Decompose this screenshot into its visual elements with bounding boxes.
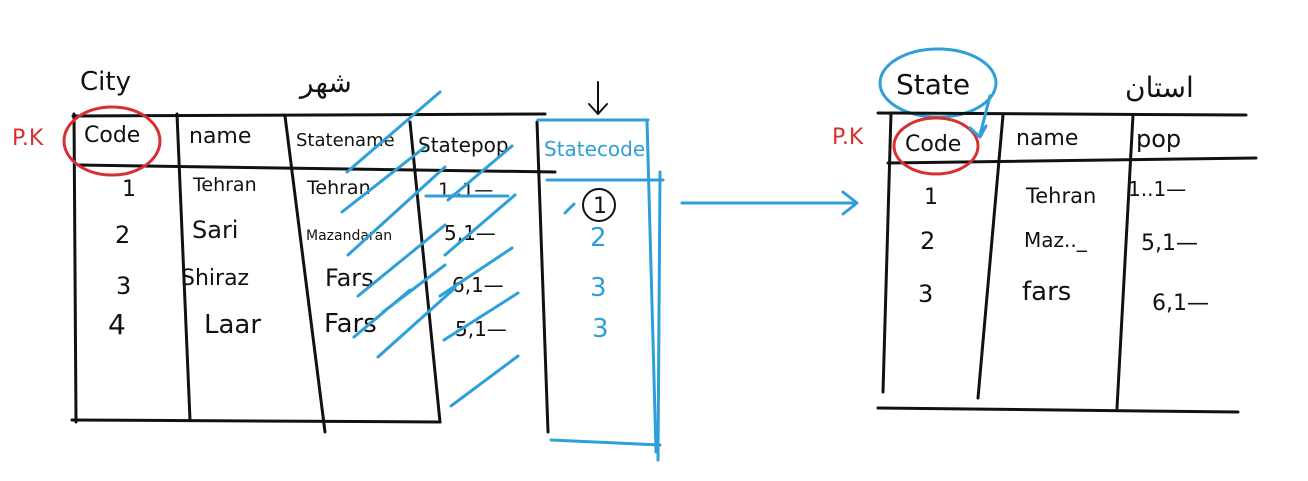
statecode-circle (582, 188, 616, 222)
state-table: State استان Code name pop 1 Tehran 1..1—… (832, 47, 1258, 414)
statecode-pointer-arrow (588, 81, 608, 115)
city-header-statepop: Statepop (418, 133, 509, 157)
strike-hatch-lines (340, 90, 576, 408)
city-cell: 1 (122, 177, 136, 202)
city-pk-circle (62, 105, 162, 177)
state-to-code-arrow (968, 94, 992, 139)
city-table-bottom-line (70, 418, 442, 424)
city-header-statecode: Statecode (544, 137, 645, 161)
city-cell: Tehran (306, 177, 371, 199)
city-cell: 2 (115, 221, 130, 249)
state-cell: 1..1— (1128, 177, 1186, 201)
city-col-line-1 (72, 112, 78, 424)
state-header-top-line (876, 111, 1248, 117)
city-col-line-3 (283, 114, 327, 434)
city-col-line-2 (175, 112, 192, 422)
state-header-code: Code (905, 132, 961, 157)
state-cell: 1 (924, 185, 938, 210)
city-header-code: Code (84, 123, 140, 148)
state-col-line-3 (1115, 113, 1135, 410)
city-cell: 3 (592, 314, 609, 344)
city-cell: 3 (116, 272, 131, 300)
city-cell: 4 (108, 308, 126, 341)
city-cell: 3 (590, 273, 607, 303)
city-header-statename: Statename (296, 130, 395, 151)
state-col-line-1 (881, 111, 893, 394)
city-cell: 6,1— (452, 273, 504, 297)
city-table: City شهر Code name Statename Statepop St… (12, 66, 665, 462)
state-cell: Maz.._ (1024, 228, 1088, 252)
city-header-name: name (189, 124, 251, 149)
state-cell: 5,1— (1141, 231, 1198, 256)
state-table-title: State (896, 68, 970, 101)
state-table-bottom-line (876, 406, 1240, 414)
state-cell: fars (1022, 277, 1071, 307)
statecode-column-outline (536, 118, 665, 462)
city-header-top-line (71, 112, 547, 118)
state-header-pop: pop (1136, 125, 1181, 153)
transform-arrow (680, 190, 859, 216)
state-pk-circle (892, 116, 980, 176)
city-cell: Sari (192, 216, 238, 244)
city-cell: 1 (593, 194, 607, 219)
city-table-title: City (80, 67, 131, 97)
state-header-name: name (1016, 126, 1078, 151)
city-header-bottom-line (76, 163, 557, 174)
state-cell: 6,1— (1152, 291, 1209, 316)
city-col-line-5 (535, 120, 550, 434)
city-cell: Tehran (192, 174, 257, 196)
city-cell: Laar (204, 310, 261, 340)
state-pk-label: P.K (832, 125, 864, 150)
city-table-title-fa: شهر (298, 66, 352, 99)
city-col-line-4 (408, 120, 442, 424)
city-cell: 2 (590, 223, 607, 253)
city-cell: Mazandaran (306, 228, 392, 244)
state-cell: 2 (920, 227, 935, 255)
state-col-line-2 (976, 113, 1005, 400)
city-cell: Fars (325, 264, 374, 292)
state-table-title-fa: استان (1125, 71, 1194, 104)
state-cell: Tehran (1025, 184, 1096, 208)
city-pk-label: P.K (12, 126, 44, 151)
state-cell: 3 (918, 280, 933, 308)
city-cell: Shiraz (181, 266, 249, 291)
state-header-bottom-line (886, 156, 1258, 165)
city-cell: 1..1— (438, 179, 493, 201)
